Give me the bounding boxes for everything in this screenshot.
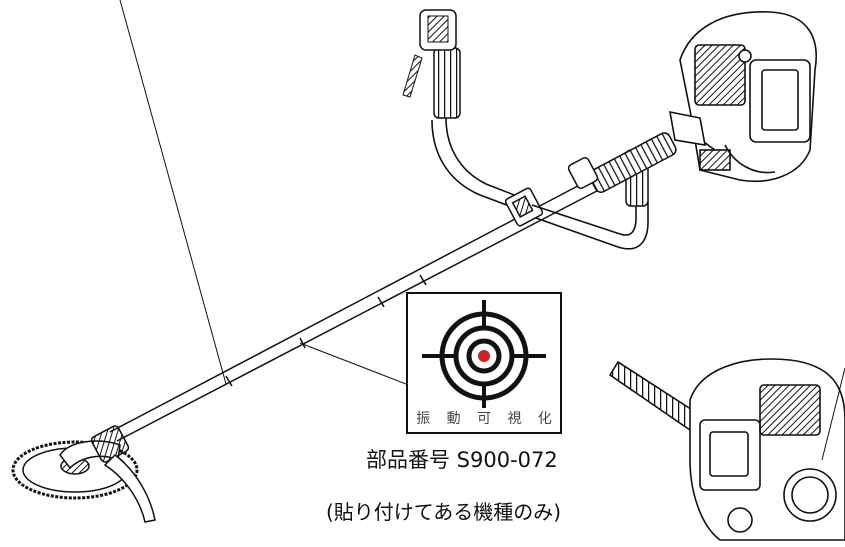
vib-char: 化 — [537, 411, 552, 427]
callout-line-top — [119, 0, 227, 385]
target-icon — [422, 300, 546, 408]
engine-closeup — [608, 358, 845, 541]
vib-char: 視 — [507, 411, 522, 427]
handle-left-arm — [431, 117, 523, 211]
applicable-models-note: (貼り付けてある機種のみ) — [326, 500, 562, 524]
vib-char: 可 — [476, 411, 491, 427]
vib-char: 振 — [416, 411, 431, 427]
vibration-label: 振 動 可 視 化 — [408, 408, 560, 428]
vibration-sticker: 振 動 可 視 化 — [406, 292, 562, 434]
cutting-blade — [11, 425, 156, 523]
left-grip — [402, 9, 461, 119]
callout-line-sticker — [299, 342, 407, 385]
part-number-label: 部品番号 S900-072 — [366, 448, 558, 472]
engine — [669, 11, 817, 182]
throttle-grip — [567, 132, 677, 193]
handle-clamp — [504, 187, 544, 227]
vib-char: 動 — [446, 411, 461, 427]
handle-right-arm — [531, 200, 649, 250]
